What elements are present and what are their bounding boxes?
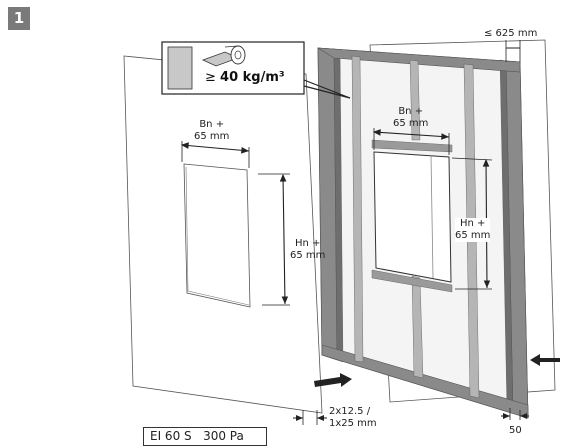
assembly-arrow-left (314, 373, 352, 387)
insulation-board-icon (167, 46, 193, 90)
frame-height-line1: Hn + (459, 218, 486, 229)
stud-spacing-label: ≤ 625 mm (484, 28, 538, 39)
left-width-dimension (180, 141, 250, 168)
left-height-dimension (258, 173, 290, 306)
frame-width-label: Bn + 65 mm (393, 106, 428, 130)
frame-height-label: Hn + 65 mm (455, 218, 491, 242)
frame-height-line2: 65 mm (455, 230, 491, 241)
left-height-label: Hn + 65 mm (290, 238, 325, 262)
board-thickness-label: 2x12.5 / 1x25 mm (329, 406, 377, 430)
frame-width-dimension (372, 128, 450, 155)
profile-depth-label: 50 (509, 425, 522, 436)
fire-rating-label: EI 60 S 300 Pa (143, 427, 267, 446)
left-width-line2: 65 mm (194, 131, 230, 142)
board-thickness-line2: 1x25 mm (329, 418, 377, 429)
frame-width-line1: Bn + (398, 106, 424, 117)
insulation-roll-icon (201, 45, 246, 67)
left-height-line2: 65 mm (290, 250, 326, 261)
profile-depth-dimension (501, 408, 529, 420)
stud-spacing-dimension (505, 40, 521, 62)
density-value: 40 kg/m³ (220, 70, 285, 85)
frame-opening (373, 151, 452, 283)
frame-width-line2: 65 mm (393, 118, 429, 129)
left-width-line1: Bn + (199, 119, 225, 130)
step-number-badge: 1 (8, 7, 30, 30)
insulation-callout (161, 41, 351, 99)
left-width-label: Bn + 65 mm (194, 119, 229, 143)
left-board-opening (183, 163, 251, 308)
board-thickness-dimension (293, 410, 327, 425)
gte-symbol: ≥ (205, 70, 216, 85)
insulation-density-label: ≥ 40 kg/m³ (205, 70, 285, 85)
assembly-arrow-right (530, 354, 560, 366)
left-height-line1: Hn + (294, 238, 321, 249)
board-thickness-line1: 2x12.5 / (329, 406, 371, 417)
